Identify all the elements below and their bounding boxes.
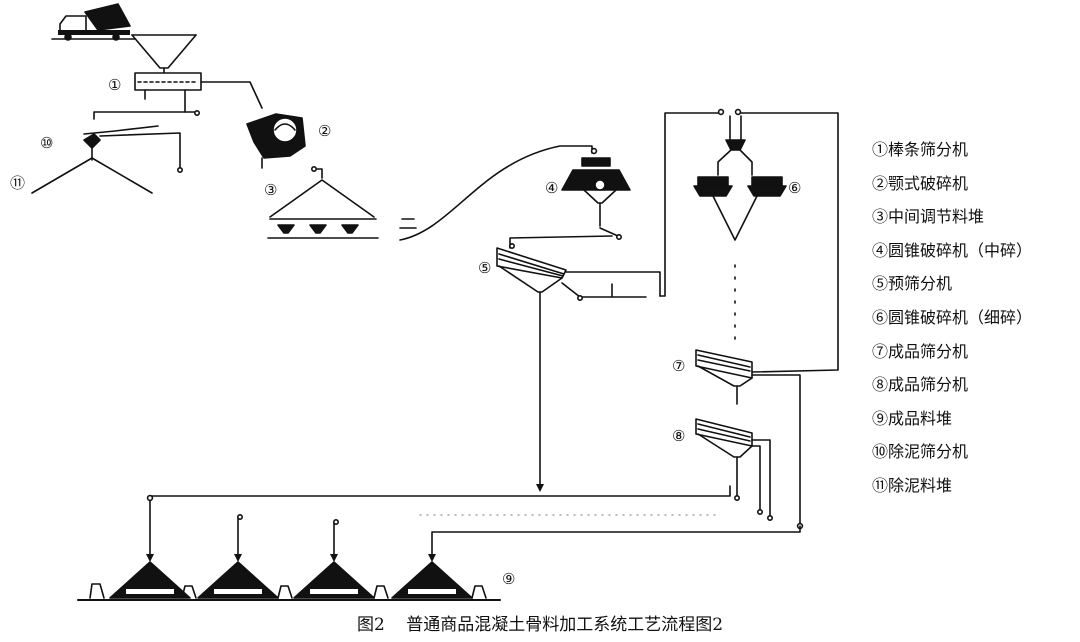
legend-item: ⑦成品筛分机	[872, 341, 969, 361]
legend-item: ⑧成品筛分机	[872, 375, 969, 395]
legend-item: ⑩除泥筛分机	[872, 442, 969, 462]
equipment-legend: ①棒条筛分机 ②颚式破碎机 ③中间调节料堆 ④圆锥破碎机（中碎） ⑤预筛分机 ⑥…	[872, 133, 1072, 503]
product-screen-7	[695, 349, 804, 530]
cone-crusher-4	[561, 157, 631, 241]
legend-item: ⑪除泥料堆	[872, 475, 953, 495]
node-label-6: ⑥	[788, 179, 801, 197]
node-label-8: ⑧	[672, 427, 685, 445]
jaw-crusher-2	[246, 113, 306, 169]
intermediate-pile-3	[267, 179, 417, 239]
legend-item: ⑨成品料堆	[872, 408, 953, 428]
legend-item: ②颚式破碎机	[872, 173, 969, 193]
node-label-2: ②	[318, 122, 331, 140]
legend-item: ④圆锥破碎机（中碎）	[872, 240, 1033, 260]
legend-item: ⑥圆锥破碎机（细碎）	[872, 307, 1033, 327]
node-label-10: ⑩	[40, 134, 53, 152]
node-label-4: ④	[545, 179, 558, 197]
node-label-1: ①	[108, 76, 121, 94]
conveyor-to-cone-crusher-4	[399, 145, 593, 241]
figure-caption: 图2 普通商品混凝土骨料加工系统工艺流程图2	[0, 610, 1080, 635]
pre-screen-5	[496, 247, 661, 492]
figure-number: 图2	[356, 615, 385, 635]
legend-item: ⑤预筛分机	[872, 274, 953, 294]
distribution-conveyors	[146, 485, 801, 562]
product-piles-9	[77, 561, 501, 601]
pipe-to-desliming	[93, 111, 197, 120]
bar-screen-1	[134, 72, 263, 113]
pipe-to-fine-crusher-6	[659, 112, 721, 297]
figure-title: 普通商品混凝土骨料加工系统工艺流程图2	[406, 615, 724, 635]
return-conveyor	[737, 112, 839, 373]
node-label-5: ⑤	[478, 259, 491, 277]
product-screen-8	[695, 418, 773, 521]
desliming-screen-10	[83, 125, 184, 174]
feed-hopper	[131, 34, 197, 74]
node-label-7: ⑦	[672, 357, 685, 375]
pipe-to-pre-screen	[509, 235, 613, 249]
legend-item: ①棒条筛分机	[872, 140, 969, 159]
node-label-11: ⑪	[10, 174, 25, 192]
dump-truck-icon	[51, 3, 136, 41]
desliming-pile-11	[31, 157, 153, 194]
node-label-3: ③	[264, 181, 277, 199]
node-label-9: ⑨	[502, 570, 515, 588]
cone-crusher-6	[693, 115, 787, 341]
legend-item: ③中间调节料堆	[872, 207, 985, 227]
